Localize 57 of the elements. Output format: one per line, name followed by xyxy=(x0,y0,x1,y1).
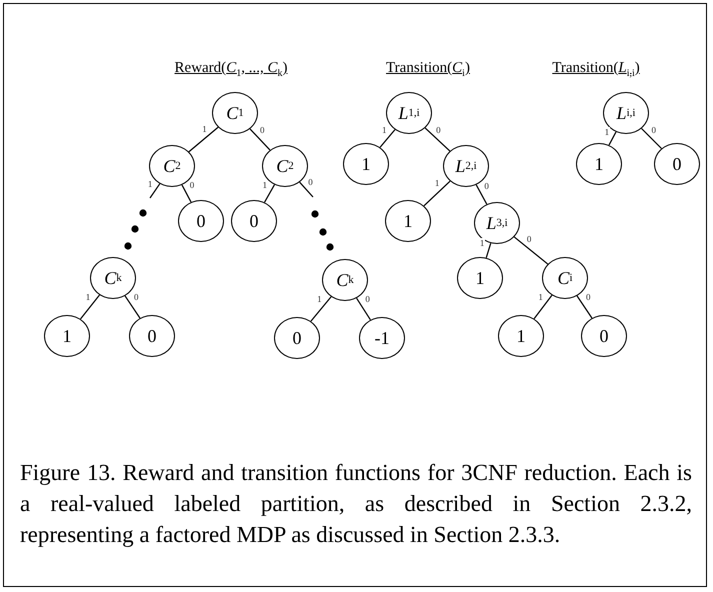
tree-branch xyxy=(250,128,270,150)
tree-node: 1 xyxy=(498,315,544,357)
edge-label: 0 xyxy=(364,294,371,304)
tree-node: 1 xyxy=(457,257,503,299)
tree-branch xyxy=(476,184,488,204)
tree-branch xyxy=(310,296,332,322)
tree-node: 0 xyxy=(274,317,320,359)
edge-label: 0 xyxy=(585,292,592,302)
tree-branch xyxy=(641,128,662,149)
tree-node: 1 xyxy=(576,143,622,185)
edge-label: 1 xyxy=(84,292,92,302)
edge-label: 1 xyxy=(434,178,440,188)
tree-branch xyxy=(299,182,314,198)
tree-node: 0 xyxy=(581,315,627,357)
tree-heading: Transition(L$_{i,i}$) xyxy=(552,60,640,79)
edge-label: 1 xyxy=(537,292,544,302)
tree-branch xyxy=(576,296,592,318)
tree-node: 0 xyxy=(231,200,277,242)
tree-heading: Transition(C$_{i}$) xyxy=(386,60,470,79)
tree-node: 1 xyxy=(343,143,389,185)
tree-branch xyxy=(80,294,100,320)
tree-node: 1 xyxy=(44,315,90,357)
edge-label: 1 xyxy=(146,178,154,189)
tree-branch xyxy=(514,236,548,265)
tree-branch xyxy=(608,132,617,146)
tree-branch xyxy=(264,184,275,203)
tree-node: 0 xyxy=(178,200,224,242)
figure-caption: Figure 13. Reward and transition functions for 3CNF reduction. Each is a real-valued labeled partition, as described in Section 2.3.2, representing a factored MDP as discussed in Section 2.3.3. xyxy=(20,459,692,549)
edge-label: 0 xyxy=(259,125,266,136)
tree-branch xyxy=(424,180,450,206)
edge-label: 0 xyxy=(650,124,657,134)
edge-label: 0 xyxy=(435,124,442,135)
edge-label: 1 xyxy=(201,124,208,134)
tree-branch xyxy=(486,243,492,258)
tree-branch xyxy=(150,183,160,198)
tree-branch xyxy=(188,126,218,152)
tree-branch xyxy=(124,296,140,318)
edge-label: 1 xyxy=(380,125,388,136)
edge-label: 1 xyxy=(478,238,486,248)
tree-branch xyxy=(181,184,192,202)
edge-label: 0 xyxy=(188,180,196,190)
tree-branch xyxy=(534,294,552,320)
edge-label: 0 xyxy=(133,292,140,302)
tree-branch xyxy=(424,128,450,152)
tree-branch xyxy=(380,129,396,148)
edge-label: 1 xyxy=(604,126,610,137)
tree-node: -1 xyxy=(359,317,405,359)
edge-label: 0 xyxy=(307,177,314,188)
tree-branch xyxy=(356,298,371,320)
tree-heading: Reward(C$_{1}$, ..., C$_{k}$) xyxy=(174,60,288,79)
edge-label: 0 xyxy=(526,234,532,244)
tree-node: 1 xyxy=(385,200,431,242)
tree-node: 0 xyxy=(654,143,700,185)
edge-label: 0 xyxy=(483,180,490,191)
edge-label: 1 xyxy=(261,180,268,190)
edge-label: 1 xyxy=(316,294,323,304)
tree-node: 0 xyxy=(129,315,175,357)
